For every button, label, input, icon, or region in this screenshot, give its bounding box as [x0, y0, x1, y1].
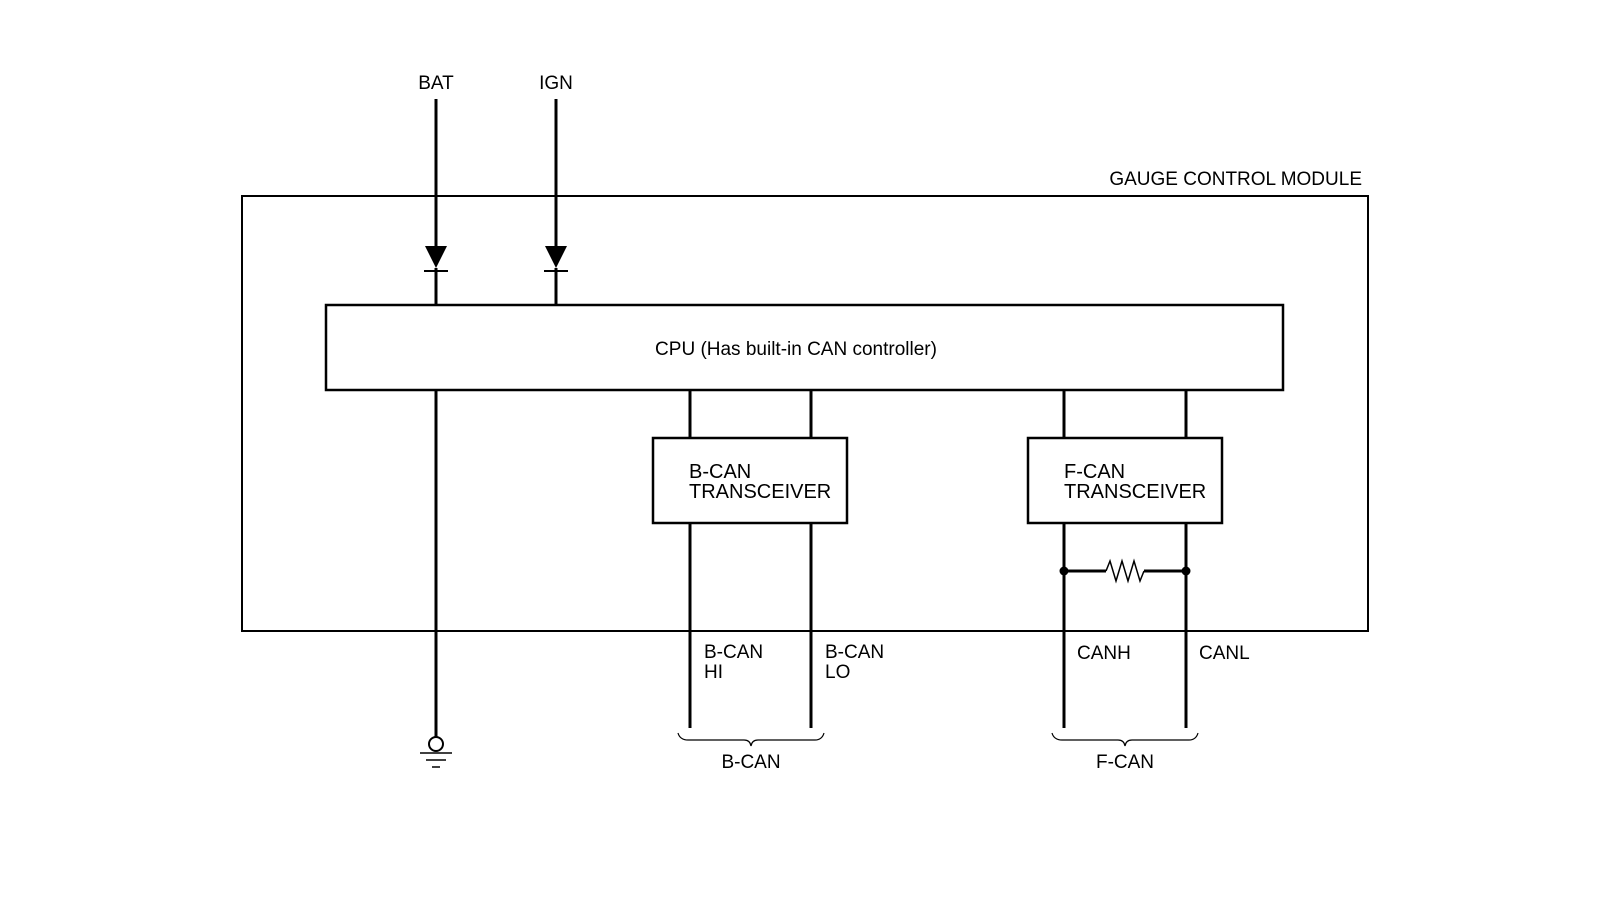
fcan-transceiver-block: [1026, 436, 1224, 525]
bcan-lo-label-line1: B-CAN: [825, 642, 884, 663]
ground-icon: [420, 752, 452, 768]
fcan-brace: [1051, 732, 1199, 747]
bcan-hi-label-line1: B-CAN: [704, 642, 763, 663]
cpu-label: CPU (Has built-in CAN controller): [655, 339, 937, 360]
fcan-bus-label: F-CAN: [1096, 752, 1154, 773]
bcan-lo-label-line2: LO: [825, 662, 850, 683]
bcan-transceiver-block: [651, 436, 849, 525]
module-outline: [241, 195, 1369, 632]
termination-resistor-icon: [1059, 558, 1191, 584]
canh-label: CANH: [1077, 643, 1131, 664]
bcan-transceiver-label-line2: TRANSCEIVER: [689, 481, 831, 503]
fcan-transceiver-label-line2: TRANSCEIVER: [1064, 481, 1206, 503]
bcan-bus-label: B-CAN: [721, 752, 780, 773]
bat-label: BAT: [418, 73, 454, 94]
ign-wire: [544, 99, 568, 305]
cpu-block: [324, 303, 1285, 392]
fcan-transceiver-label-line1: F-CAN: [1064, 461, 1125, 483]
module-title: GAUGE CONTROL MODULE: [1109, 169, 1362, 190]
ign-diode-icon: [545, 246, 567, 268]
bcan-hi-label-line2: HI: [704, 662, 723, 683]
bcan-transceiver-label-line1: B-CAN: [689, 461, 751, 483]
bat-wire: [424, 99, 448, 305]
ign-label: IGN: [539, 73, 573, 94]
bat-diode-icon: [425, 246, 447, 268]
bcan-brace: [677, 732, 825, 747]
canl-label: CANL: [1199, 643, 1250, 664]
ground-wire: [428, 390, 444, 752]
